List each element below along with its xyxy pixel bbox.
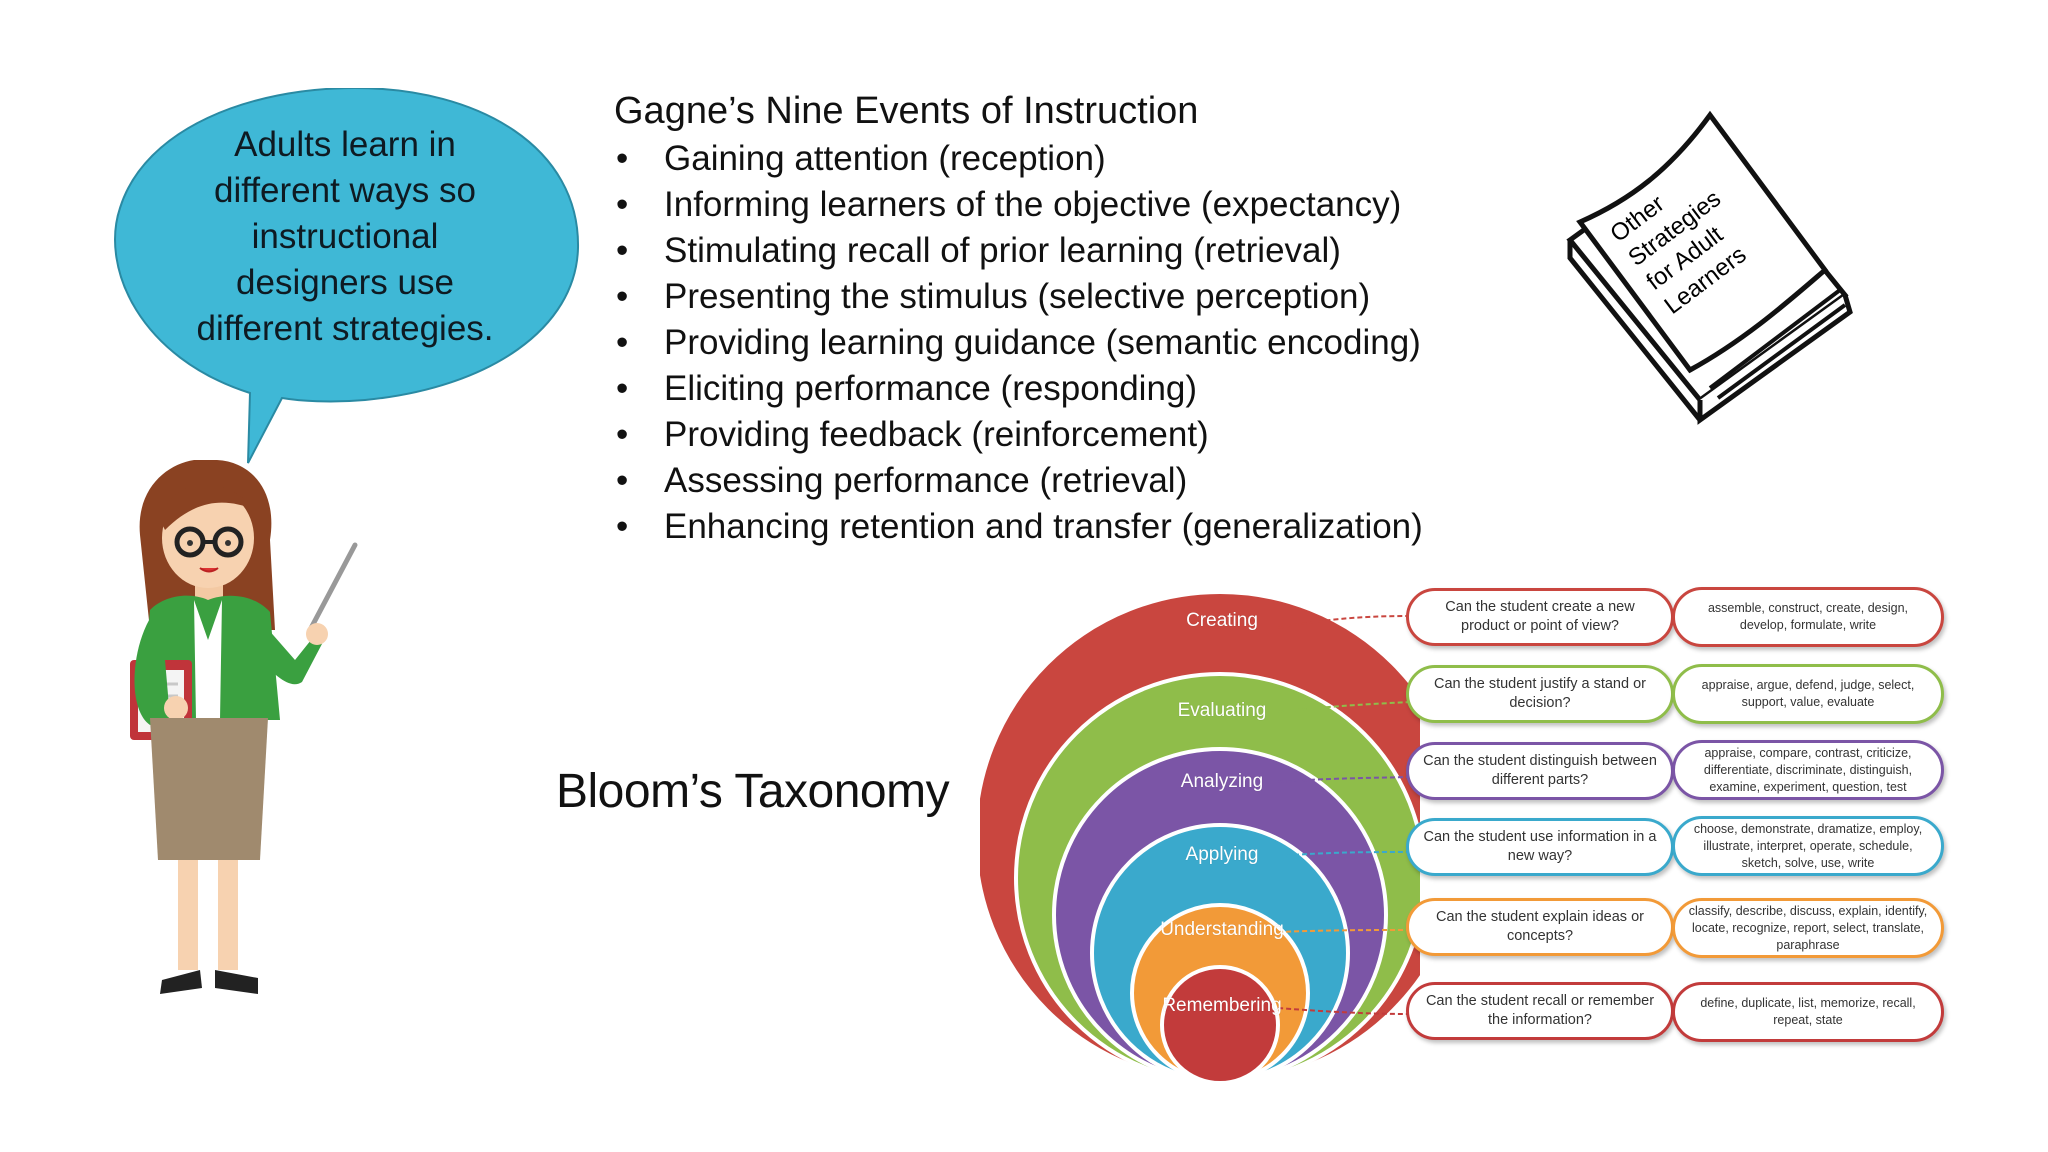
- bloom-question-box: Can the student create a new product or …: [1406, 588, 1674, 646]
- bullet-icon: •: [616, 415, 629, 454]
- gagne-item: • Providing learning guidance (semantic e…: [614, 320, 1423, 366]
- gagne-item-text: Enhancing retention and transfer (genera…: [664, 507, 1423, 546]
- bloom-question-box: Can the student distinguish between diff…: [1406, 742, 1674, 800]
- bloom-level-label: Remembering: [1162, 995, 1282, 1016]
- teacher-illustration: [130, 460, 358, 994]
- bloom-verbs-box: choose, demonstrate, dramatize, employ, …: [1672, 816, 1944, 876]
- gagne-item: • Eliciting performance (responding): [614, 366, 1423, 412]
- gagne-item: • Enhancing retention and transfer (gener…: [614, 504, 1423, 550]
- gagne-item: • Assessing performance (retrieval): [614, 458, 1423, 504]
- bloom-verbs-box: define, duplicate, list, memorize, recal…: [1672, 982, 1944, 1042]
- bloom-level-label: Evaluating: [1177, 700, 1267, 721]
- bloom-level-label: Applying: [1185, 844, 1259, 865]
- gagne-item-text: Gaining attention (reception): [664, 139, 1106, 178]
- bullet-icon: •: [616, 323, 629, 362]
- speech-bubble-text: Adults learn in different ways so instru…: [196, 125, 494, 348]
- gagne-item: • Gaining attention (reception): [614, 136, 1423, 182]
- bloom-verbs-box: appraise, compare, contrast, criticize, …: [1672, 740, 1944, 800]
- gagne-item: • Providing feedback (reinforcement): [614, 412, 1423, 458]
- bloom-circles: [980, 590, 1420, 1085]
- gagne-title: Gagne’s Nine Events of Instruction: [614, 90, 1199, 132]
- bloom-title: Bloom’s Taxonomy: [556, 765, 950, 818]
- gagne-item-text: Stimulating recall of prior learning (re…: [664, 231, 1341, 270]
- bloom-question-box: Can the student use information in a new…: [1406, 818, 1674, 876]
- bloom-connectors: [1277, 615, 1411, 1015]
- gagne-item-text: Eliciting performance (responding): [664, 369, 1198, 408]
- gagne-item-text: Providing learning guidance (semantic en…: [664, 323, 1421, 362]
- speech-bubble: [114, 88, 580, 464]
- bloom-circle-remembering: [1160, 965, 1280, 1085]
- bloom-verbs-box: appraise, argue, defend, judge, select, …: [1672, 664, 1944, 724]
- gagne-list: • Gaining attention (reception) • Informin…: [614, 136, 1423, 550]
- gagne-item: • Informing learners of the objective (ex…: [614, 182, 1423, 228]
- gagne-item: • Presenting the stimulus (selective perc…: [614, 274, 1423, 320]
- bloom-question-box: Can the student recall or remember the i…: [1406, 982, 1674, 1040]
- book-illustration: Other Strategies for Adult Learners: [1566, 110, 1853, 425]
- bullet-icon: •: [616, 231, 629, 270]
- bloom-question-box: Can the student justify a stand or decis…: [1406, 665, 1674, 723]
- gagne-item-text: Informing learners of the objective (exp…: [664, 185, 1402, 224]
- gagne-item-text: Providing feedback (reinforcement): [664, 415, 1209, 454]
- bloom-level-label: Understanding: [1160, 919, 1284, 940]
- gagne-section: Gagne’s Nine Events of Instruction • Gain…: [614, 86, 1423, 550]
- bloom-level-label: Analyzing: [1180, 771, 1264, 792]
- gagne-item: • Stimulating recall of prior learning (r…: [614, 228, 1423, 274]
- bullet-icon: •: [616, 139, 629, 178]
- bloom-verbs-box: assemble, construct, create, design, dev…: [1672, 587, 1944, 647]
- gagne-item-text: Assessing performance (retrieval): [664, 461, 1188, 500]
- bullet-icon: •: [616, 277, 629, 316]
- bloom-question-box: Can the student explain ideas or concept…: [1406, 898, 1674, 956]
- bullet-icon: •: [616, 185, 629, 224]
- bloom-level-label: Creating: [1186, 610, 1258, 631]
- gagne-item-text: Presenting the stimulus (selective perce…: [664, 277, 1371, 316]
- bloom-verbs-box: classify, describe, discuss, explain, id…: [1672, 898, 1944, 958]
- bullet-icon: •: [616, 369, 629, 408]
- bullet-icon: •: [616, 507, 629, 546]
- bullet-icon: •: [616, 461, 629, 500]
